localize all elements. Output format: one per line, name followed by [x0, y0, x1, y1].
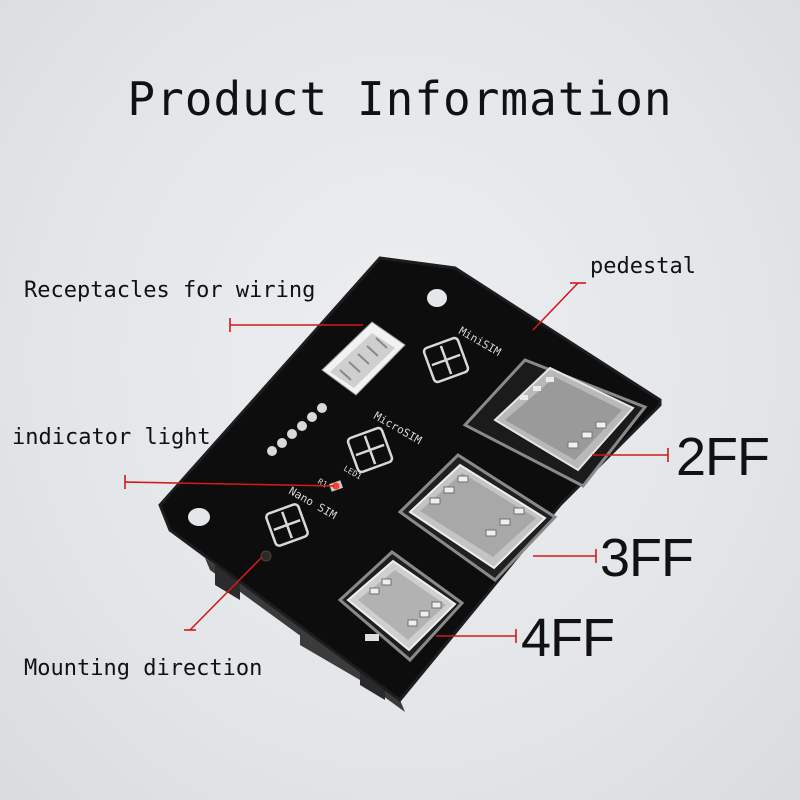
leader-mounting: [189, 556, 263, 631]
label-3ff: 3FF: [600, 528, 694, 588]
leader-indicator: [124, 481, 335, 487]
label-mounting-direction: Mounting direction: [24, 656, 263, 681]
label-4ff: 4FF: [521, 608, 615, 668]
label-indicator-light: indicator light: [12, 425, 211, 450]
indicator-led: [328, 480, 344, 492]
page-title: Product Information: [127, 72, 673, 126]
microsim-chip-icon: [346, 426, 394, 474]
via-dot: [260, 550, 272, 562]
label-receptacles: Receptacles for wiring: [24, 278, 316, 303]
label-pedestal: pedestal: [590, 254, 696, 279]
slot-3ff: [397, 453, 558, 582]
mounting-hole: [427, 289, 447, 307]
minisim-chip-icon: [422, 336, 470, 384]
wiring-connector: [321, 321, 406, 396]
slot-4ff: [337, 550, 465, 663]
header-pads: [267, 403, 327, 456]
callout-leaders: [124, 282, 669, 643]
mounting-hole: [188, 508, 210, 526]
label-2ff: 2FF: [676, 427, 770, 487]
nanosim-chip-icon: [265, 503, 309, 547]
leader-pedestal: [532, 282, 579, 331]
